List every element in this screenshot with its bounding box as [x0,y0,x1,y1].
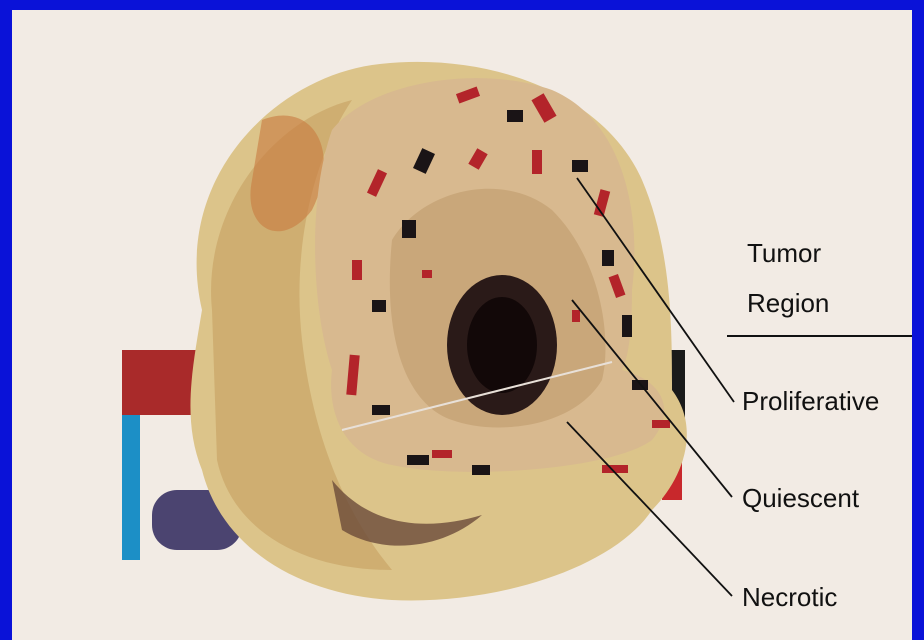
legend-proliferative: Proliferative [742,386,879,417]
legend-quiescent: Quiescent [742,483,859,514]
blood-vessel-blue [122,415,140,560]
legend-header-line2: Region [747,288,829,319]
tumor-illustration [12,10,912,640]
figure-frame: Tumor Region Proliferative Quiescent Nec… [12,10,912,640]
legend-necrotic: Necrotic [742,582,837,613]
legend-header-line1: Tumor [747,238,821,269]
